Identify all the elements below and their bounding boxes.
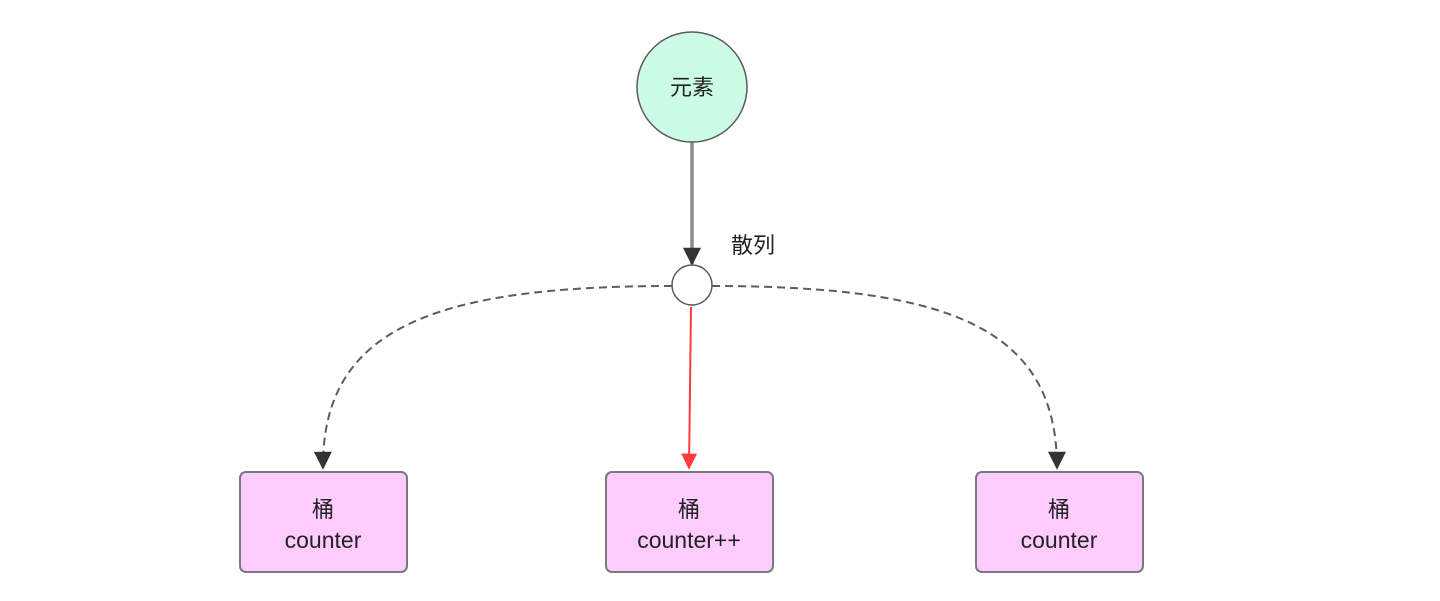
bucket-left: 桶 counter [239, 471, 408, 573]
bucket-counter-label: counter [1021, 527, 1098, 553]
bucket-box [605, 471, 774, 573]
element-node-label: 元素 [670, 76, 714, 101]
hash-point [671, 264, 713, 306]
bucket-right: 桶 counter [975, 471, 1144, 573]
bucket-middle: 桶 counter++ [605, 471, 774, 573]
hash-to-middle-bucket-arrow [681, 306, 698, 470]
bucket-counter-label: counter++ [637, 527, 741, 553]
hash-to-left-bucket-arrow [313, 285, 673, 470]
hash-label: 散列 [731, 234, 775, 259]
bucket-title: 桶 [678, 498, 700, 523]
hash-to-right-bucket-arrow [711, 285, 1066, 470]
bucket-counter-label: counter [285, 527, 362, 553]
element-node: 元素 [636, 31, 748, 143]
bucket-title: 桶 [312, 498, 334, 523]
element-node-circle [636, 31, 748, 143]
bucket-box [975, 471, 1144, 573]
bucket-box [239, 471, 408, 573]
bucket-title: 桶 [1048, 498, 1070, 523]
